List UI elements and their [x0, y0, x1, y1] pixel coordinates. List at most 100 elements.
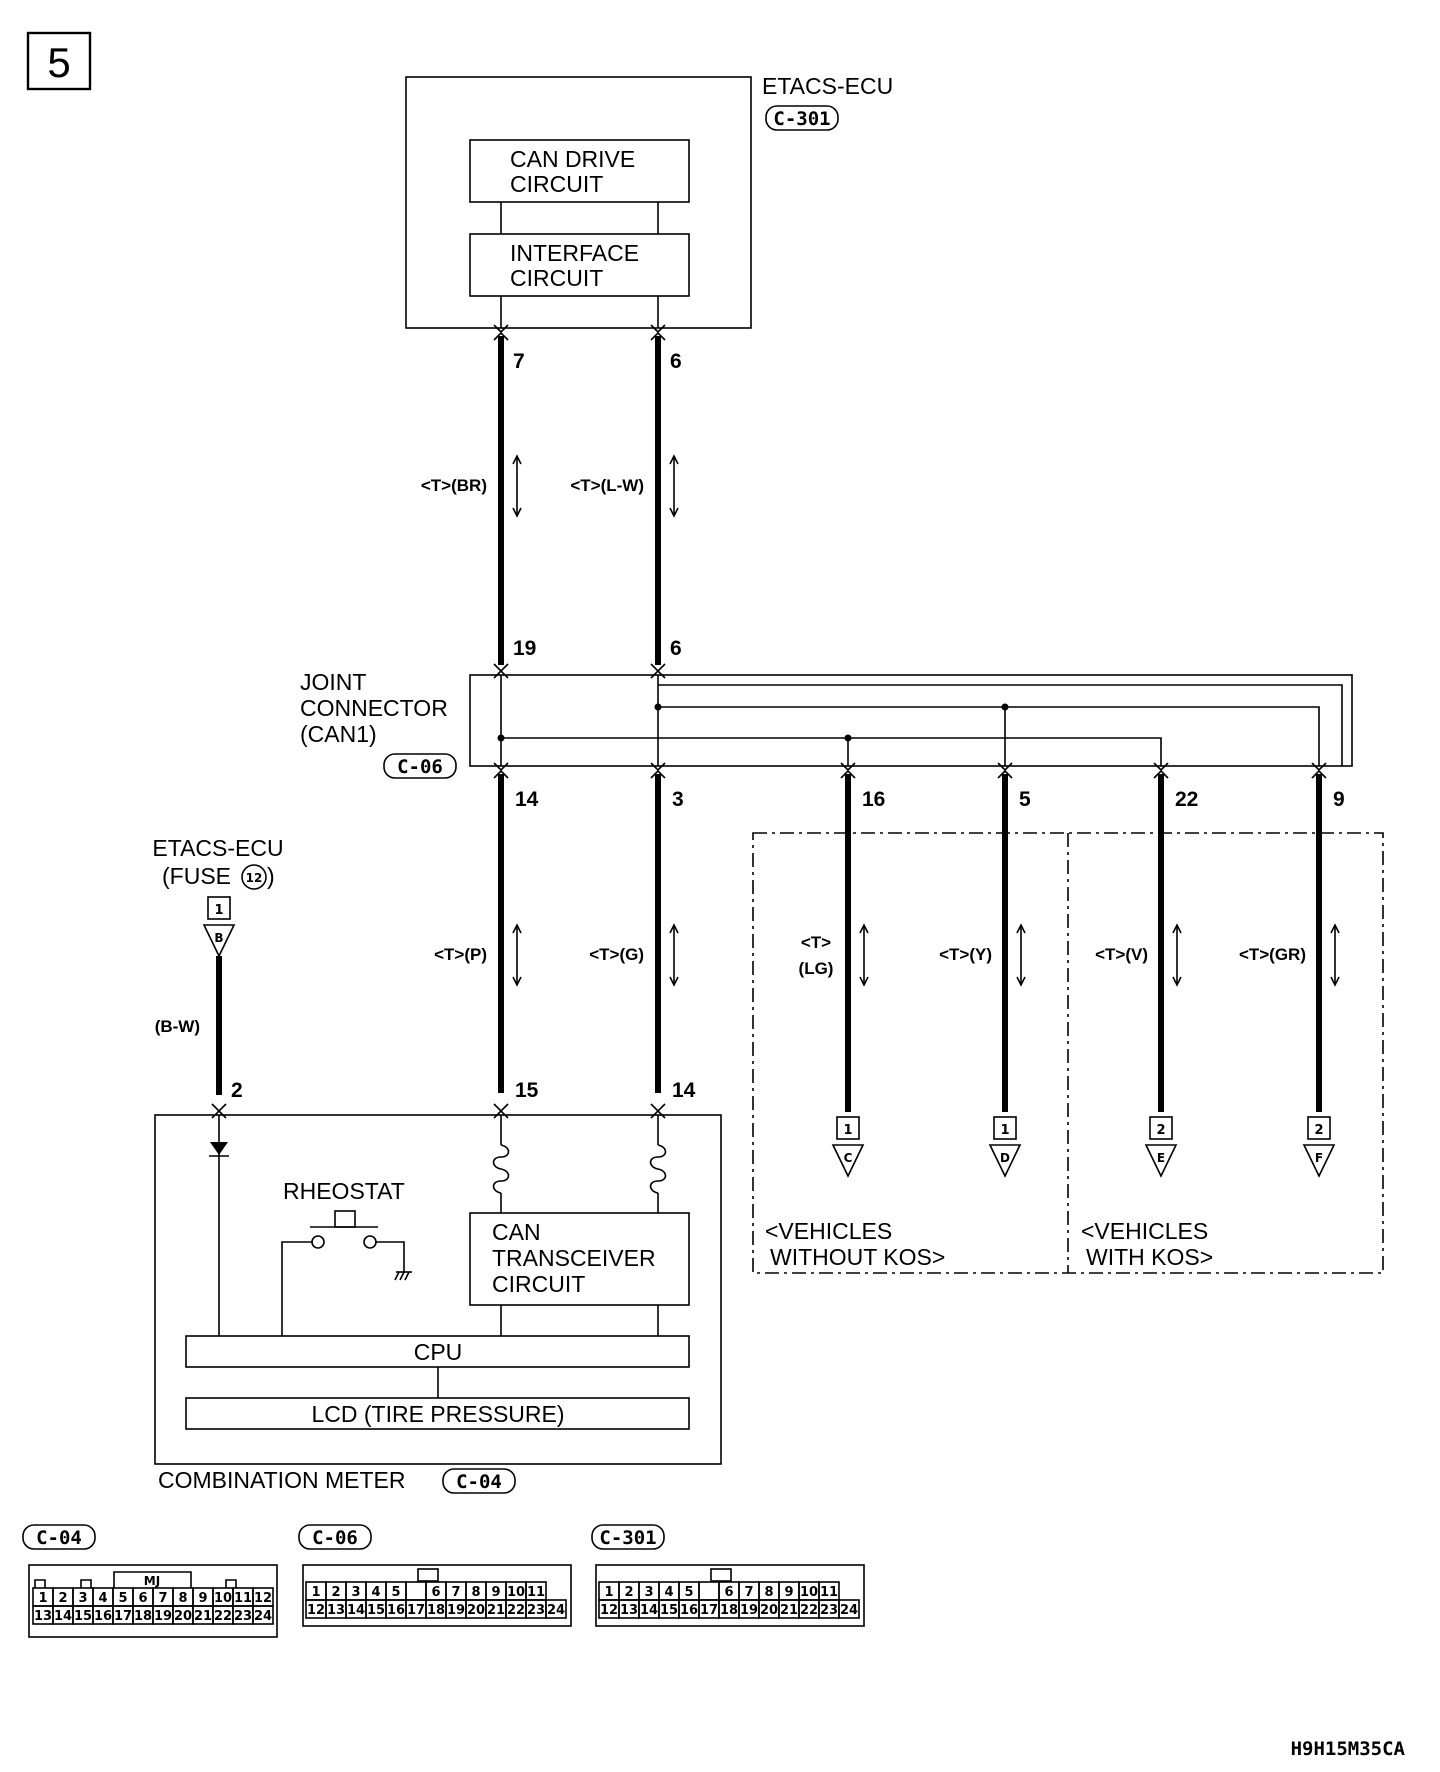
fuse-wire-label: (B-W): [155, 1017, 200, 1036]
fuse-supply: ETACS-ECU (FUSE 12 ) 1 B (B-W) 2: [152, 835, 284, 1119]
connector-pin-number: 19: [740, 1603, 758, 1618]
can-drive-label-1: CAN DRIVE: [510, 146, 635, 172]
branch-label-gr: <T>(GR): [1239, 945, 1306, 964]
cpu-label: CPU: [414, 1339, 463, 1365]
connector-pin-number: 15: [660, 1603, 678, 1618]
lower-wire-g: 3 <T>(G) 14: [589, 762, 696, 1119]
connector-pin-number: 5: [684, 1585, 693, 1600]
branch-box-c: 1: [843, 1123, 852, 1138]
connector-pin-number: 24: [254, 1609, 272, 1624]
connector-pin-number: 13: [620, 1603, 638, 1618]
connector-pin-cell: [545, 1599, 567, 1619]
connector-pin-number: 13: [34, 1609, 52, 1624]
joint-title-1: JOINT: [300, 669, 366, 695]
connector-pin-number: 24: [840, 1603, 858, 1618]
branch-wire-v: 22 <T>(V) 2 E: [1095, 762, 1198, 1178]
branch-wire-y: 5 <T>(Y) 1 D: [939, 762, 1031, 1178]
interface-label-1: INTERFACE: [510, 240, 639, 266]
connector-pin-number: 17: [114, 1609, 132, 1624]
joint-connector-block: JOINT CONNECTOR (CAN1) C-06: [300, 669, 1353, 779]
connector-pin-number: 13: [327, 1603, 345, 1618]
connector-pin-number: 10: [214, 1591, 232, 1606]
connector-pin-number: 20: [760, 1603, 778, 1618]
branch-letter-f: F: [1315, 1151, 1323, 1165]
connector-pin-number: 22: [507, 1603, 525, 1618]
connector-pin-number: 20: [174, 1609, 192, 1624]
connector-pin-number: 20: [467, 1603, 485, 1618]
connector-pin-number: 1: [38, 1591, 47, 1606]
connector-pin-number: 7: [451, 1585, 460, 1600]
group-with-kos-1: <VEHICLES: [1081, 1218, 1208, 1244]
connector-pin-number: 23: [234, 1609, 252, 1624]
group-without-kos-1: <VEHICLES: [765, 1218, 892, 1244]
rheostat-label: RHEOSTAT: [283, 1178, 405, 1204]
connector-pin-cell: [252, 1605, 274, 1625]
fuse-pin-letter: B: [214, 931, 223, 945]
branch-label-y: <T>(Y): [939, 945, 992, 964]
connector-pin-number: 17: [700, 1603, 718, 1618]
transceiver-label-1: CAN: [492, 1219, 541, 1245]
fuse-label: (FUSE: [162, 863, 231, 889]
connector-pin-number: 15: [367, 1603, 385, 1618]
connector-pin-number: 4: [371, 1585, 380, 1600]
connector-pin-number: 21: [487, 1603, 505, 1618]
connector-pin-number: 2: [331, 1585, 340, 1600]
connector-pin-number: 14: [640, 1603, 658, 1618]
upper-wire-br: 7 <T>(BR) 19: [421, 324, 536, 679]
branch-label-lg-a: <T>: [801, 933, 831, 952]
wire-label-g: <T>(G): [589, 945, 644, 964]
branch-letter-c: C: [844, 1151, 853, 1165]
connector-pin-number: 2: [58, 1591, 67, 1606]
branch-letter-d: D: [1000, 1151, 1010, 1165]
connector-pin-number: 16: [680, 1603, 698, 1618]
branch-wire-lg: 16 <T> (LG) 1 C: [799, 762, 885, 1178]
connector-pin-number: 1: [604, 1585, 613, 1600]
connector-pin-number: 14: [54, 1609, 72, 1624]
meter-pin-2: 2: [231, 1079, 243, 1102]
etacs-pin-6: 6: [670, 350, 682, 373]
connector-pin-number: 7: [158, 1591, 167, 1606]
can-drive-label-2: CIRCUIT: [510, 171, 603, 197]
connector-pin-number: 18: [427, 1603, 445, 1618]
face-c06-name: C-06: [312, 1527, 358, 1549]
transceiver-label-3: CIRCUIT: [492, 1271, 585, 1297]
fuse-box-number: 1: [214, 903, 223, 918]
joint-pin-16: 16: [862, 788, 885, 811]
wire-label-lw: <T>(L-W): [570, 476, 644, 495]
connector-pin-number: 16: [94, 1609, 112, 1624]
connector-pin-number: 18: [134, 1609, 152, 1624]
connector-pin-number: 8: [471, 1585, 480, 1600]
connector-pin-number: 11: [234, 1591, 252, 1606]
branch-label-v: <T>(V): [1095, 945, 1148, 964]
joint-pin-9: 9: [1333, 788, 1345, 811]
branch-letter-e: E: [1157, 1151, 1165, 1165]
joint-pin-6: 6: [670, 637, 682, 660]
connector-pin-number: 6: [431, 1585, 440, 1600]
connector-pin-number: 6: [724, 1585, 733, 1600]
connector-pin-number: 12: [600, 1603, 618, 1618]
etacs-pin-7: 7: [513, 350, 525, 373]
connector-pin-number: 5: [391, 1585, 400, 1600]
connector-pin-number: 18: [720, 1603, 738, 1618]
connector-pin-number: 23: [527, 1603, 545, 1618]
joint-pin-22: 22: [1175, 788, 1198, 811]
fuse-number: 12: [246, 871, 263, 885]
joint-pin-5: 5: [1019, 788, 1031, 811]
can-drive-circuit-box: [469, 139, 690, 203]
connector-pin-number: 10: [507, 1585, 525, 1600]
page-number: 5: [47, 39, 70, 86]
connector-pin-number: 24: [547, 1603, 565, 1618]
face-c04-tag: MJ: [144, 1574, 160, 1588]
connector-pin-cell: [405, 1581, 427, 1601]
fuse-source-title: ETACS-ECU: [152, 835, 283, 861]
face-c301-name: C-301: [599, 1527, 656, 1549]
joint-title-3: (CAN1): [300, 721, 377, 747]
meter-pin-14: 14: [672, 1079, 696, 1102]
connector-pin-number: 2: [624, 1585, 633, 1600]
meter-pin-15: 15: [515, 1079, 539, 1102]
connector-pin-number: 21: [194, 1609, 212, 1624]
connector-pin-number: 3: [78, 1591, 87, 1606]
interface-circuit-box: [469, 233, 690, 297]
connector-pin-number: 1: [311, 1585, 320, 1600]
